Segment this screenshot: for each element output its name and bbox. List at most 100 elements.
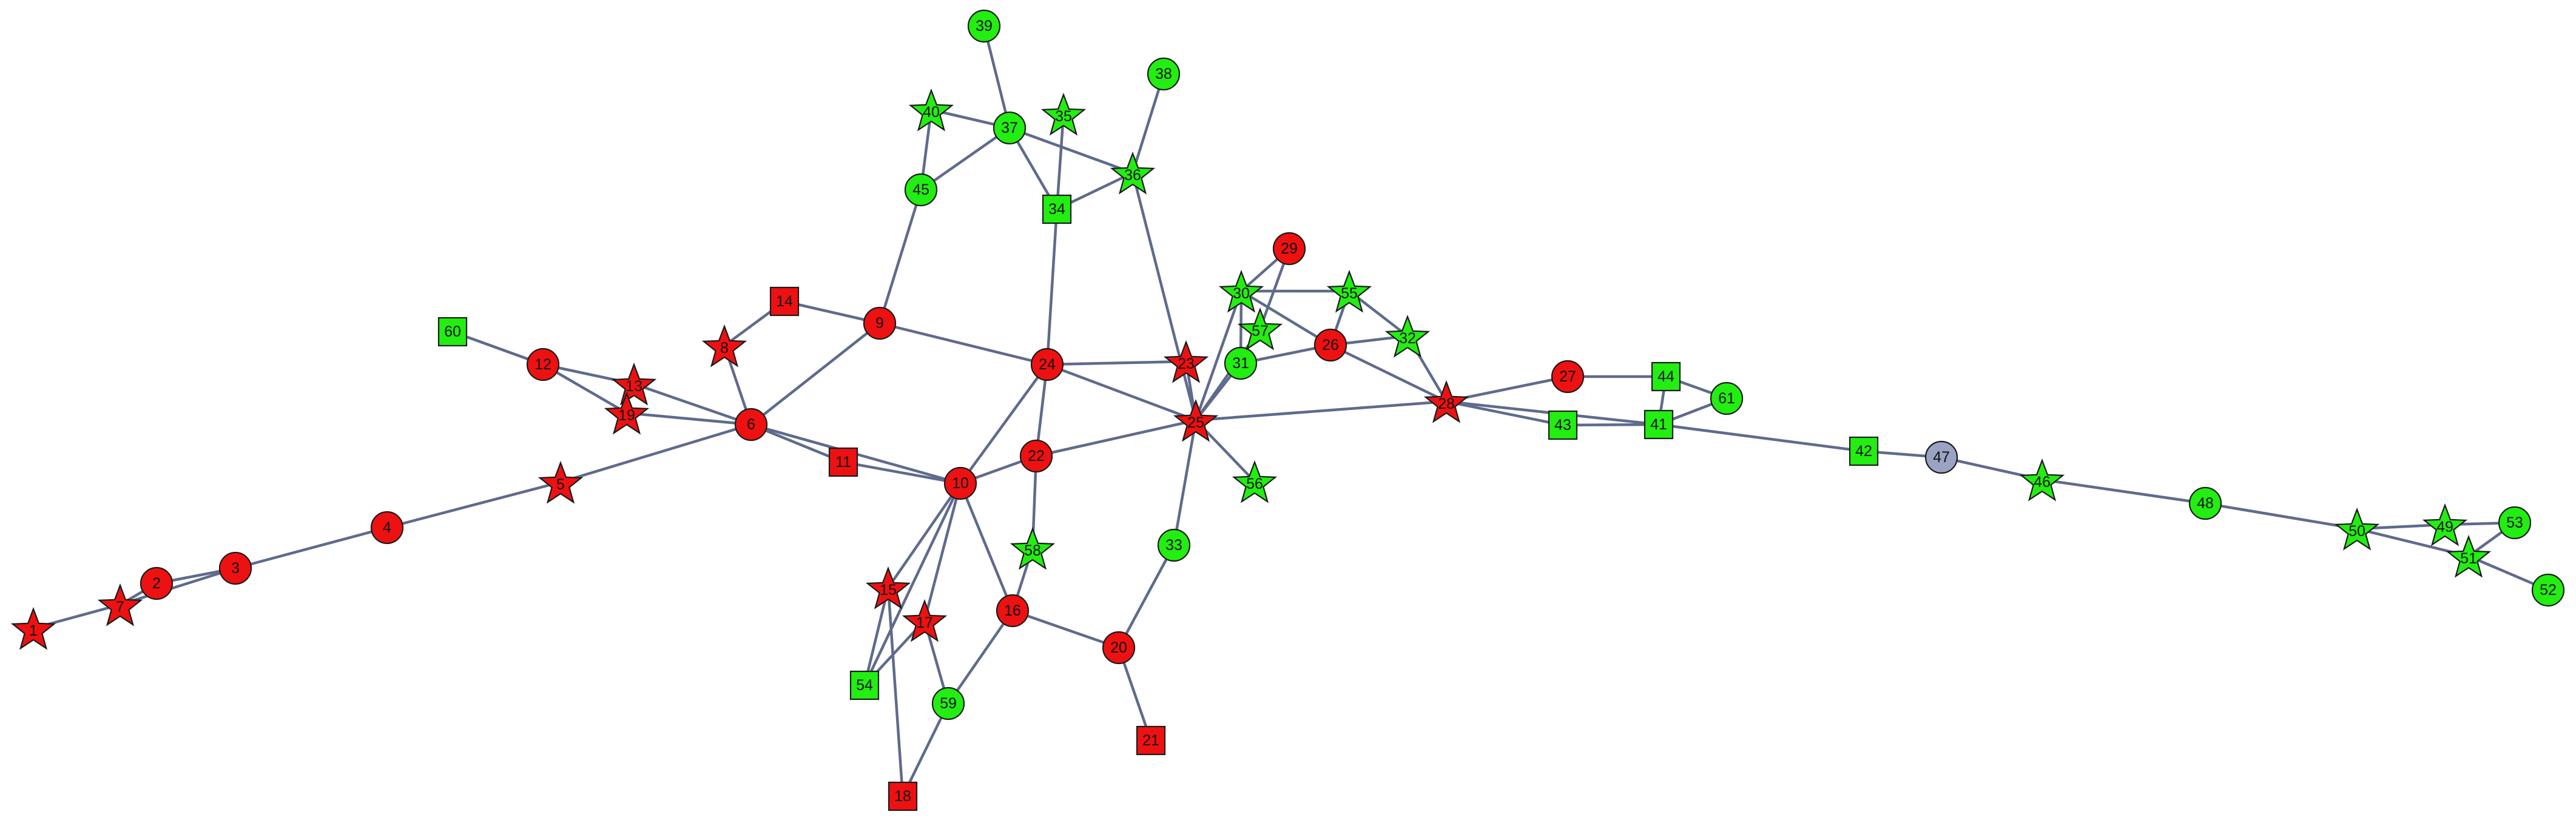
node-47[interactable]: 47 <box>1924 440 1958 474</box>
node-26[interactable]: 26 <box>1313 328 1347 362</box>
node-36[interactable]: 36 <box>1110 151 1156 195</box>
node-star-shape <box>538 460 584 504</box>
node-40[interactable]: 40 <box>908 88 954 132</box>
node-59[interactable]: 59 <box>931 687 965 720</box>
node-star-shape <box>1040 92 1087 136</box>
node-30[interactable]: 30 <box>1218 269 1264 313</box>
edge-35-34 <box>1055 113 1065 210</box>
node-51[interactable]: 51 <box>2446 534 2492 578</box>
node-43[interactable]: 43 <box>1548 410 1578 440</box>
node-34[interactable]: 34 <box>1042 194 1072 224</box>
node-label: 18 <box>894 788 911 805</box>
edge-18-15 <box>886 587 905 797</box>
node-48[interactable]: 48 <box>2188 486 2222 520</box>
node-22[interactable]: 22 <box>1019 439 1053 473</box>
node-label: 6 <box>747 416 755 433</box>
node-57[interactable]: 57 <box>1237 307 1283 351</box>
node-21[interactable]: 21 <box>1136 725 1166 756</box>
node-4[interactable]: 4 <box>370 511 404 545</box>
node-18[interactable]: 18 <box>888 781 918 811</box>
node-49[interactable]: 49 <box>2422 503 2468 546</box>
node-25[interactable]: 25 <box>1173 398 1219 442</box>
node-39[interactable]: 39 <box>967 9 1001 43</box>
node-1[interactable]: 1 <box>10 606 56 650</box>
node-label: 55 <box>1341 285 1358 302</box>
node-29[interactable]: 29 <box>1272 232 1306 266</box>
edges-layer <box>33 25 2549 797</box>
node-circle-shape <box>993 111 1027 145</box>
node-33[interactable]: 33 <box>1157 528 1191 562</box>
node-55[interactable]: 55 <box>1326 269 1372 313</box>
edge-45-37 <box>920 127 1011 191</box>
node-label: 37 <box>1001 119 1018 136</box>
node-square-shape <box>1136 725 1166 756</box>
node-37[interactable]: 37 <box>993 111 1027 145</box>
edge-13-6 <box>633 382 752 426</box>
node-label: 17 <box>916 614 933 631</box>
node-circle-shape <box>1157 528 1191 562</box>
node-5[interactable]: 5 <box>538 460 584 504</box>
node-60[interactable]: 60 <box>437 317 468 347</box>
node-circle-shape <box>2531 573 2565 607</box>
node-53[interactable]: 53 <box>2498 506 2532 540</box>
node-label: 42 <box>1855 443 1872 460</box>
node-3[interactable]: 3 <box>218 551 252 585</box>
node-24[interactable]: 24 <box>1030 348 1064 381</box>
edge-38-36 <box>1131 73 1165 173</box>
node-circle-shape <box>904 173 938 207</box>
node-13[interactable]: 13 <box>611 362 657 406</box>
node-56[interactable]: 56 <box>1232 460 1278 503</box>
node-label: 53 <box>2506 514 2523 531</box>
node-star-shape <box>2446 534 2492 578</box>
node-star-shape <box>1384 314 1431 358</box>
edge-59-16 <box>947 609 1014 705</box>
node-12[interactable]: 12 <box>526 348 560 381</box>
node-2[interactable]: 2 <box>140 566 174 600</box>
node-38[interactable]: 38 <box>1147 57 1181 91</box>
node-14[interactable]: 14 <box>769 286 800 317</box>
node-star-shape <box>611 362 657 406</box>
node-31[interactable]: 31 <box>1224 346 1258 380</box>
node-6[interactable]: 6 <box>734 408 768 442</box>
node-17[interactable]: 17 <box>902 599 948 642</box>
node-42[interactable]: 42 <box>1849 436 1879 466</box>
node-star-shape <box>1010 526 1056 570</box>
node-label: 57 <box>1252 323 1269 340</box>
node-61[interactable]: 61 <box>1710 381 1744 415</box>
node-28[interactable]: 28 <box>1423 380 1469 423</box>
edge-48-50 <box>2205 502 2358 531</box>
node-58[interactable]: 58 <box>1010 526 1056 570</box>
node-32[interactable]: 32 <box>1384 314 1431 358</box>
node-9[interactable]: 9 <box>863 306 897 340</box>
node-7[interactable]: 7 <box>97 583 143 626</box>
node-44[interactable]: 44 <box>1651 361 1681 392</box>
node-label: 2 <box>152 575 161 592</box>
node-35[interactable]: 35 <box>1040 92 1087 136</box>
node-45[interactable]: 45 <box>904 173 938 207</box>
node-11[interactable]: 11 <box>828 447 858 477</box>
node-46[interactable]: 46 <box>2019 458 2065 502</box>
node-41[interactable]: 41 <box>1644 409 1674 440</box>
node-16[interactable]: 16 <box>996 594 1030 628</box>
node-15[interactable]: 15 <box>865 566 911 609</box>
node-8[interactable]: 8 <box>701 324 747 368</box>
node-52[interactable]: 52 <box>2531 573 2565 607</box>
node-50[interactable]: 50 <box>2334 507 2380 551</box>
node-label: 28 <box>1438 395 1455 412</box>
edge-30-26 <box>1240 290 1332 346</box>
node-27[interactable]: 27 <box>1551 360 1585 394</box>
edge-33-25 <box>1172 420 1198 546</box>
edge-41-42 <box>1658 423 1864 453</box>
node-circle-shape <box>140 566 174 600</box>
node-20[interactable]: 20 <box>1102 631 1136 665</box>
node-label: 3 <box>231 560 240 577</box>
edge-7-3 <box>120 566 236 606</box>
node-19[interactable]: 19 <box>604 391 650 435</box>
node-star-shape <box>2334 507 2380 551</box>
edge-19-6 <box>626 411 752 426</box>
edge-9-45 <box>878 189 923 324</box>
node-10[interactable]: 10 <box>943 466 977 500</box>
node-54[interactable]: 54 <box>849 670 880 700</box>
node-23[interactable]: 23 <box>1163 340 1209 383</box>
edge-5-6 <box>560 423 752 484</box>
